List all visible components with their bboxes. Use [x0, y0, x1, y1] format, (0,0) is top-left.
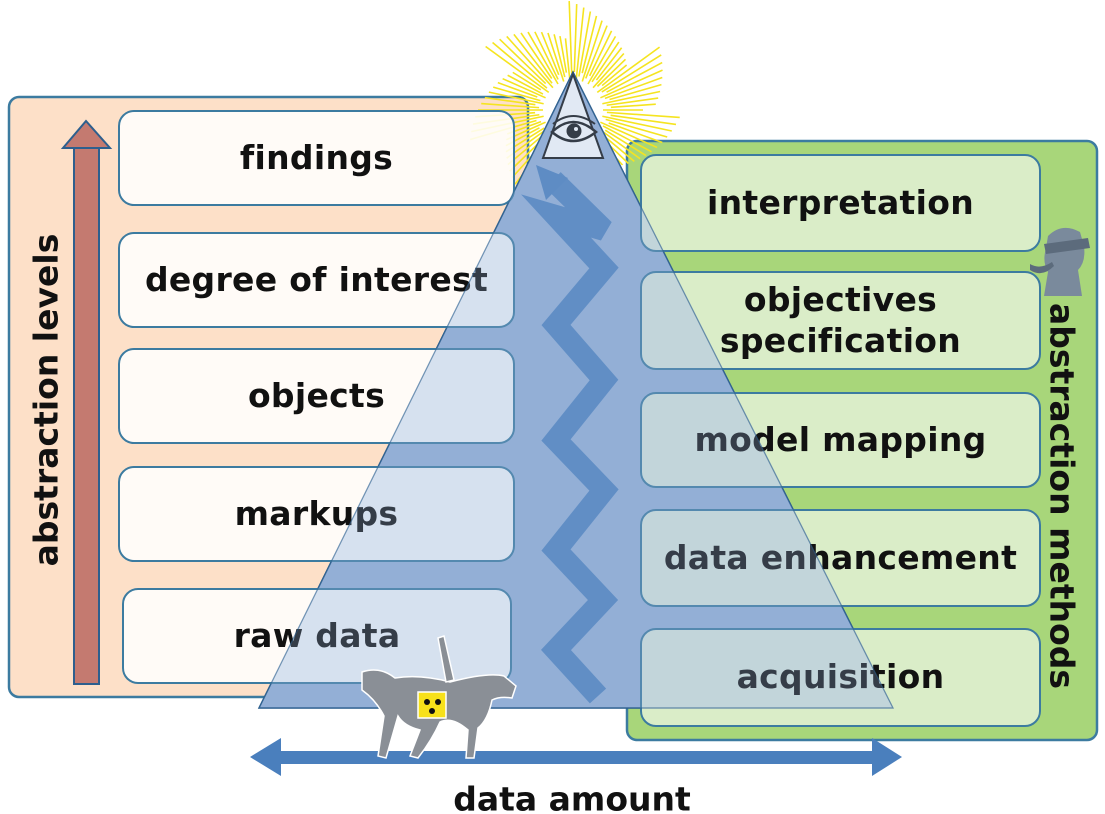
apex-ray	[588, 30, 613, 77]
pyramid-overlay	[258, 70, 894, 709]
apex-ray	[591, 41, 620, 83]
method-label: objectives specification	[719, 280, 962, 360]
apex-ray	[488, 91, 544, 105]
apex-ray	[499, 38, 547, 85]
level-box-degree-of-interest: degree of interest	[118, 232, 515, 328]
zigzag-arrow-head	[536, 165, 568, 200]
apex-ray	[592, 52, 625, 89]
apex-ray	[506, 35, 554, 89]
apex-ray	[512, 71, 542, 91]
apex-ray	[610, 103, 656, 109]
apex-ray	[534, 31, 559, 80]
apex-ray	[609, 83, 662, 101]
abstraction-methods-label: abstraction methods	[1042, 302, 1082, 690]
level-label: findings	[239, 137, 394, 177]
method-label: acquisition	[736, 657, 945, 697]
data-amount-label: data amount	[453, 779, 691, 814]
apex-ray	[602, 115, 672, 132]
apex-ray	[547, 32, 565, 82]
method-box-acquisition: acquisition	[640, 628, 1041, 727]
level-box-objects: objects	[118, 348, 515, 444]
apex-ray	[601, 54, 662, 93]
apex-ray	[492, 86, 541, 102]
apex-ray	[564, 38, 571, 81]
apex-ray	[481, 102, 540, 109]
data-amount-arrow	[250, 738, 902, 776]
apex-ray	[608, 122, 663, 144]
apex-ray	[573, 4, 578, 73]
level-box-markups: markups	[118, 466, 515, 562]
level-label: objects	[247, 375, 386, 415]
method-label: data enhancement	[663, 537, 1018, 577]
apex-ray	[520, 32, 553, 79]
apex-ray	[595, 47, 623, 81]
apex-ray	[575, 7, 585, 81]
level-box-findings: findings	[118, 110, 515, 206]
apex-ray	[601, 64, 628, 87]
apex-ray	[602, 90, 661, 105]
apex-ray	[605, 118, 668, 138]
apex-ray	[502, 77, 546, 99]
apex-ray	[540, 31, 560, 76]
apex-ray	[527, 31, 559, 85]
guide-dog-icon	[361, 635, 517, 759]
apex-ray	[507, 74, 544, 95]
zigzag-arrow-path	[521, 172, 619, 704]
apex-ray	[606, 111, 680, 119]
apex-ray	[596, 58, 627, 87]
method-box-objectives-specification: objectives specification	[640, 271, 1041, 370]
eye-icon	[541, 71, 605, 159]
method-label: model mapping	[694, 419, 987, 459]
method-box-data-enhancement: data enhancement	[640, 509, 1041, 607]
apex-ray	[606, 61, 663, 93]
apex-ray	[602, 125, 652, 153]
apex-ray	[559, 36, 568, 73]
level-label: degree of interest	[144, 259, 489, 299]
apex-ray	[600, 121, 658, 149]
apex-ray	[600, 69, 663, 99]
apex-ray	[584, 25, 608, 79]
method-box-model-mapping: model mapping	[640, 392, 1041, 488]
method-box-interpretation: interpretation	[640, 154, 1041, 252]
abstraction-levels-label: abstraction levels	[26, 233, 66, 567]
apex-ray	[485, 45, 550, 94]
apex-ray	[492, 41, 548, 89]
method-label: interpretation	[706, 182, 974, 222]
apex-ray	[581, 20, 603, 82]
detective-icon	[1030, 227, 1090, 296]
apex-ray	[604, 129, 647, 157]
level-label: markups	[234, 493, 399, 533]
apex-ray	[596, 46, 661, 94]
apex-ray	[581, 15, 598, 74]
apex-ray	[568, 1, 573, 77]
apex-ray	[578, 11, 592, 77]
apex-ray	[497, 81, 538, 98]
abstraction-level-arrow	[60, 119, 113, 685]
apex-ray	[604, 76, 663, 100]
level-label: raw data	[233, 615, 401, 655]
apex-ray	[513, 33, 553, 84]
apex-ray	[606, 97, 659, 107]
apex-ray	[610, 114, 677, 126]
apex-ray	[587, 35, 617, 85]
apex-ray	[484, 96, 536, 106]
apex-ray	[553, 34, 566, 78]
